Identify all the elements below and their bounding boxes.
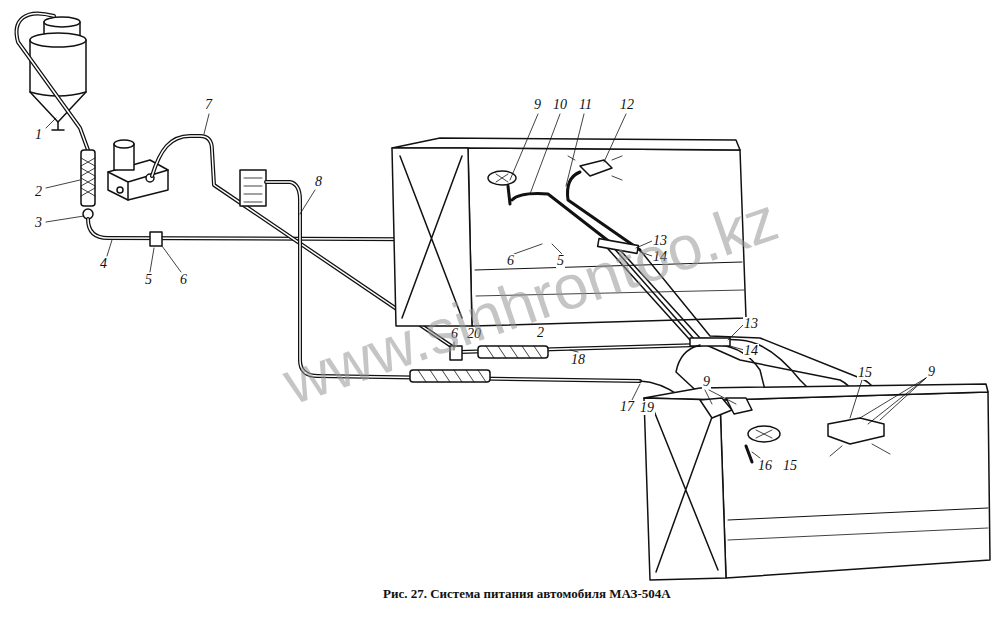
callout-number: 8 <box>314 175 323 189</box>
callout-number: 6 <box>506 254 515 268</box>
flexible-hose <box>81 150 95 206</box>
callout-number: 15 <box>857 366 873 380</box>
callout-number: 18 <box>570 353 586 367</box>
callout-number: 19 <box>639 401 655 415</box>
callout-number: 11 <box>578 98 593 112</box>
callout-number: 13 <box>743 317 759 331</box>
callout-number: 15 <box>782 459 798 473</box>
callout-number: 16 <box>757 459 773 473</box>
callout-number: 9 <box>533 98 542 112</box>
callout-number: 1 <box>34 128 43 142</box>
callout-number: 14 <box>743 344 759 358</box>
callout-number: 6 <box>179 273 188 287</box>
callout-number: 9 <box>927 365 936 379</box>
callout-number: 3 <box>34 216 43 230</box>
leader-lines <box>46 114 926 458</box>
figure-caption: Рис. 27. Система питания автомобиля МАЗ-… <box>383 586 671 602</box>
callout-number: 7 <box>204 98 213 112</box>
callout-number: 12 <box>619 98 635 112</box>
pump-block <box>108 140 168 200</box>
callout-number: 9 <box>702 375 711 389</box>
fuel-tank <box>644 384 990 580</box>
callout-number: 10 <box>552 98 568 112</box>
callout-number: 4 <box>99 257 108 271</box>
callout-number: 2 <box>34 185 43 199</box>
callout-number: 5 <box>144 273 153 287</box>
callout-number: 17 <box>619 400 635 414</box>
